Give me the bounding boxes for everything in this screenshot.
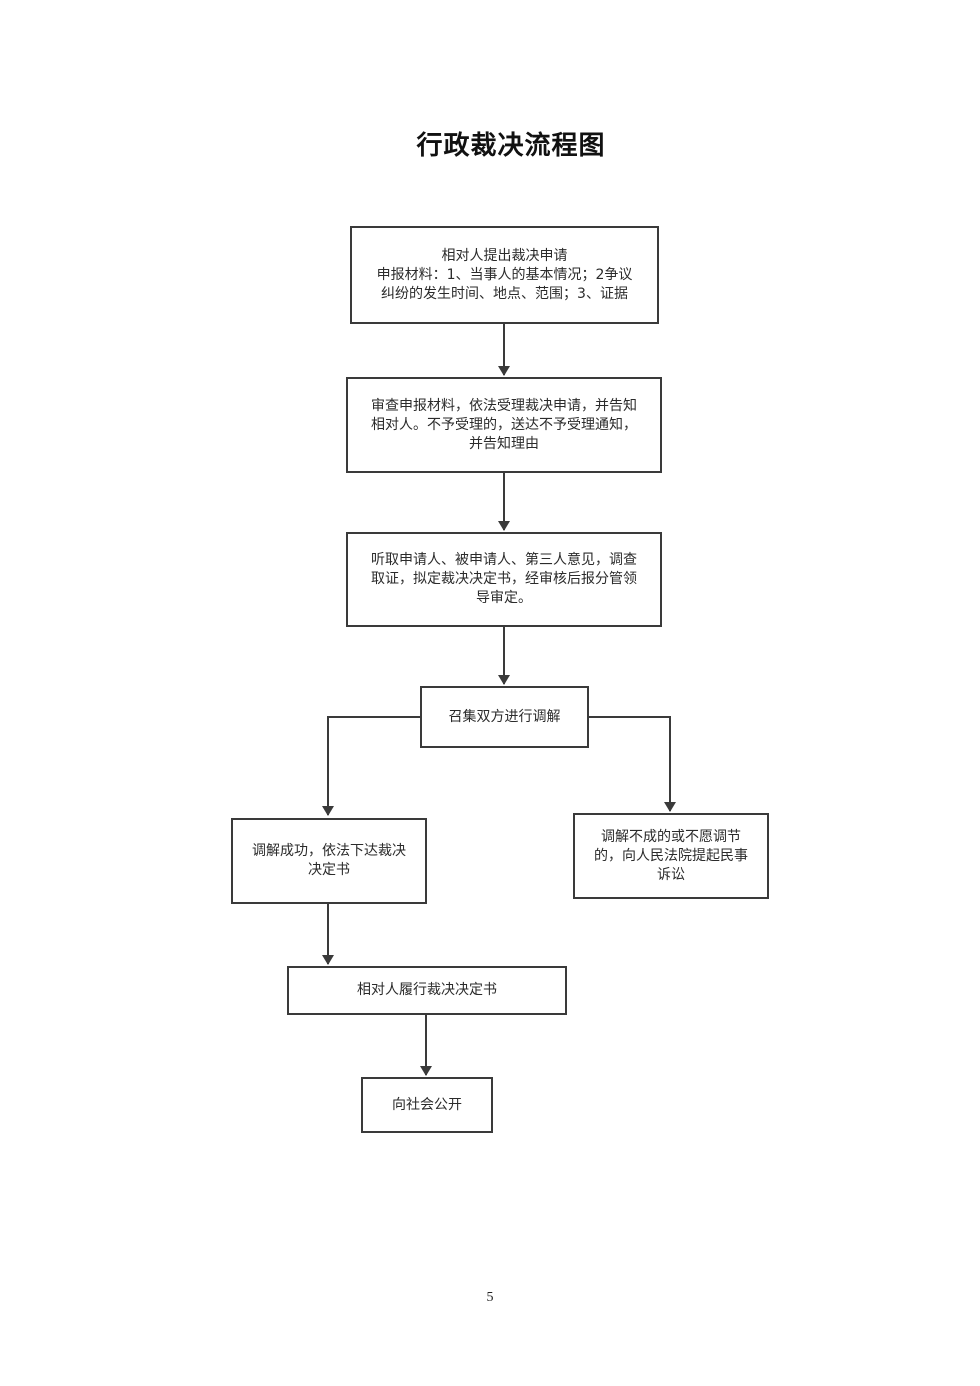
step-publish-box: 向社会公开 (361, 1077, 493, 1133)
step-mediation-box: 召集双方进行调解 (420, 686, 589, 748)
text-line: 相对人履行裁决决定书 (357, 982, 497, 998)
step-review-box: 审查申报材料，依法受理裁决申请，并告知相对人。不予受理的，送达不予受理通知， 并告… (346, 377, 662, 473)
text-line: 申报材料：1、当事人的基本情况；2争议 (376, 266, 633, 283)
step-review-text: 审查申报材料，依法受理裁决申请，并告知相对人。不予受理的，送达不予受理通知， 并告… (371, 397, 637, 454)
arrow-mediation-to-success (322, 716, 420, 816)
step-perform-box: 相对人履行裁决决定书 (287, 966, 567, 1015)
text-line: 纠纷的发生时间、地点、范围；3、证据 (381, 285, 628, 302)
text-line: 并告知理由 (469, 435, 539, 452)
step-apply-text: 相对人提出裁决申请申报材料：1、当事人的基本情况；2争议纠纷的发生时间、地点、范… (377, 247, 633, 304)
arrow-mediation-to-failure (588, 716, 676, 812)
text-line: 的，向人民法院提起民事 (594, 847, 748, 864)
page-title: 行政裁决流程图 (416, 131, 606, 161)
step-success-text: 调解成功，依法下达裁决决定书 (252, 842, 406, 880)
text-line: 召集双方进行调解 (448, 708, 561, 725)
step-publish-text: 向社会公开 (392, 1096, 462, 1115)
text-line: 决定书 (308, 862, 350, 878)
text-line: 审查申报材料，依法受理裁决申请，并告知 (371, 397, 637, 414)
step-hearing-box: 听取申请人、被申请人、第三人意见，调查取证，拟定裁决决定书，经审核后报分管领导审… (346, 532, 662, 627)
text-line: 相对人提出裁决申请 (441, 247, 568, 264)
step-apply-box: 相对人提出裁决申请申报材料：1、当事人的基本情况；2争议纠纷的发生时间、地点、范… (350, 226, 659, 324)
step-failure-box: 调解不成的或不愿调节的，向人民法院提起民事诉讼 (573, 813, 769, 899)
text-line: 调解成功，依法下达裁决 (252, 843, 406, 859)
step-failure-text: 调解不成的或不愿调节的，向人民法院提起民事诉讼 (594, 828, 748, 885)
page-number: 5 (486, 1290, 494, 1305)
text-line: 诉讼 (657, 866, 685, 883)
text-line: 相对人。不予受理的，送达不予受理通知， (371, 416, 637, 433)
text-line: 听取申请人、被申请人、第三人意见，调查 (371, 552, 637, 568)
text-line: 向社会公开 (392, 1096, 462, 1113)
step-perform-text: 相对人履行裁决决定书 (357, 981, 497, 1000)
text-line: 取证，拟定裁决决定书，经审核后报分管领 (371, 571, 637, 587)
step-mediation-text: 召集双方进行调解 (449, 708, 561, 727)
text-line: 导审定。 (476, 590, 532, 606)
step-success-box: 调解成功，依法下达裁决决定书 (231, 818, 427, 904)
step-hearing-text: 听取申请人、被申请人、第三人意见，调查取证，拟定裁决决定书，经审核后报分管领导审… (371, 551, 637, 608)
text-line: 调解不成的或不愿调节 (601, 828, 741, 845)
